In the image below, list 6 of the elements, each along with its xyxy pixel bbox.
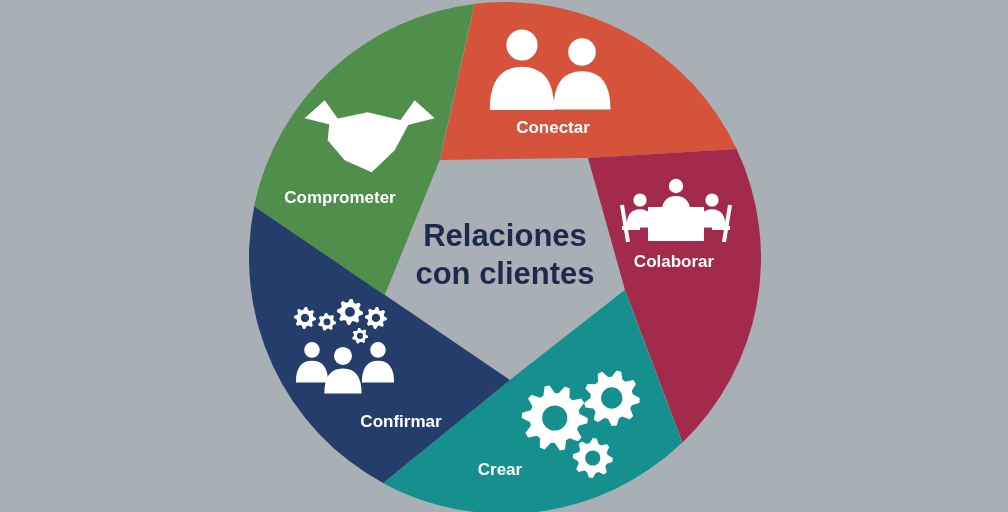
- segment-label: Conectar: [516, 118, 590, 138]
- center-title: Relaciones con clientes: [414, 217, 596, 293]
- segment-label: Comprometer: [284, 188, 396, 208]
- segment-label: Crear: [477, 460, 523, 480]
- segment-label: Colaborar: [633, 252, 715, 272]
- segment-label: Confirmar: [360, 412, 442, 432]
